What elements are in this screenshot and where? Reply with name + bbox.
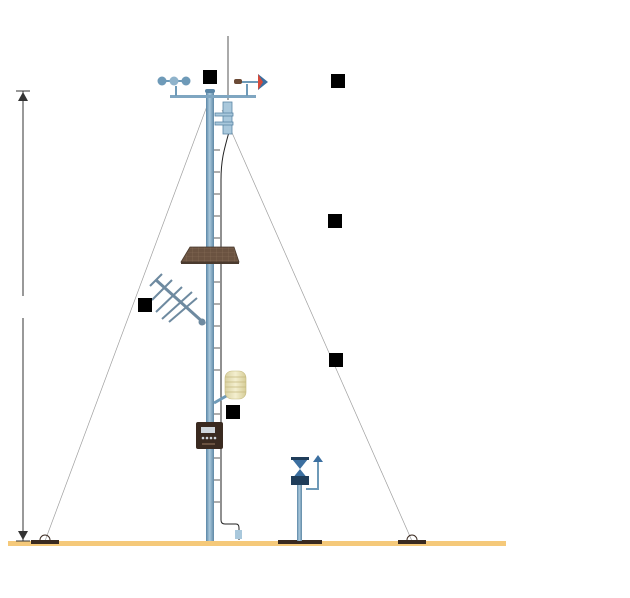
mounting-bracket bbox=[214, 101, 234, 135]
marker-lower-right bbox=[329, 353, 343, 367]
guy-anchors bbox=[31, 534, 426, 544]
radiation-shield bbox=[213, 370, 247, 405]
data-logger bbox=[196, 422, 223, 449]
label-markers bbox=[138, 70, 345, 419]
marker-mid-right bbox=[328, 214, 342, 228]
yagi-antenna bbox=[149, 273, 207, 326]
marker-top-right bbox=[331, 74, 345, 88]
crossarm bbox=[170, 95, 256, 98]
solar-panel bbox=[180, 246, 240, 264]
ground bbox=[8, 541, 506, 546]
mast-ticks bbox=[214, 149, 220, 503]
marker-wind-sensors bbox=[203, 70, 217, 84]
height-dimension bbox=[16, 90, 30, 542]
rain-gauge bbox=[278, 455, 323, 544]
wind-vane bbox=[234, 74, 268, 96]
marker-shield bbox=[226, 405, 240, 419]
guy-wires bbox=[44, 97, 413, 542]
cup-anemometer bbox=[157, 76, 191, 96]
mast bbox=[206, 90, 214, 541]
marker-antenna bbox=[138, 298, 152, 312]
sensor-cable bbox=[220, 131, 240, 540]
